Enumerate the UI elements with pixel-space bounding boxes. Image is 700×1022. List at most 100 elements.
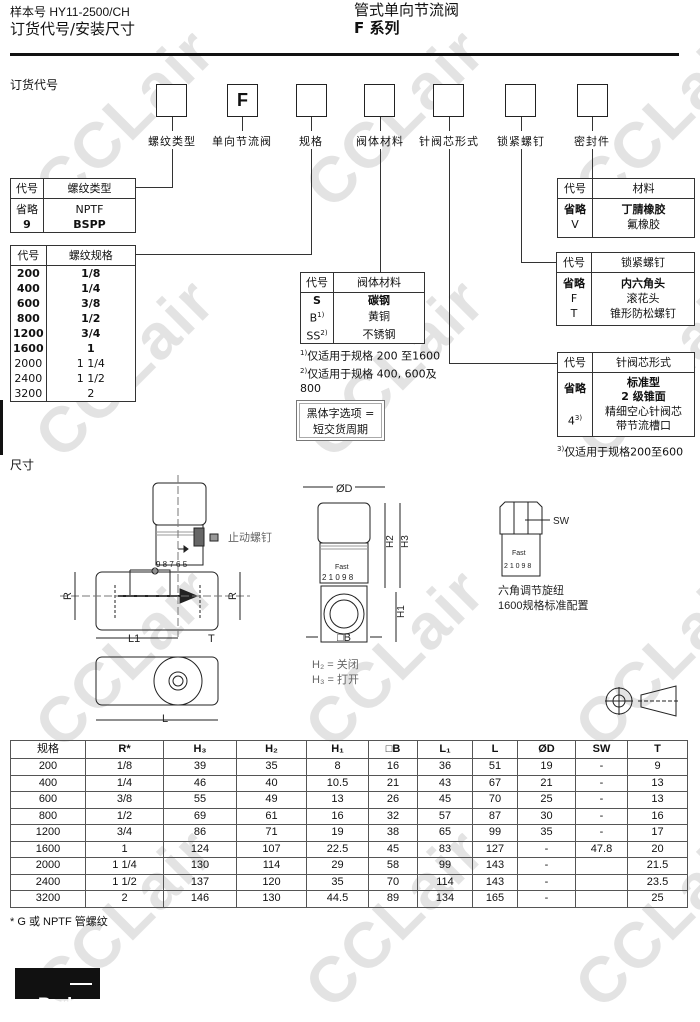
table-cell: 16	[368, 758, 418, 776]
code-box-size	[296, 84, 327, 117]
dim-label-r-right: R	[227, 592, 239, 600]
table-cell: 3/8	[85, 791, 164, 809]
table-cell: 130	[236, 890, 307, 908]
needle-note: 3)仅适用于规格200至600	[557, 445, 684, 459]
table-cell	[575, 857, 628, 875]
table-cell: 1/4	[85, 774, 164, 792]
table-cell: 65	[417, 824, 473, 842]
code-box-seal	[577, 84, 608, 117]
table-cell: 45	[368, 840, 418, 858]
table-cell: 51	[472, 758, 518, 776]
dim-label-l1: L1	[128, 633, 140, 645]
table-cell: 22.5	[306, 840, 369, 858]
series-title: F 系列	[354, 19, 400, 37]
label-thread-type: 螺纹类型	[148, 135, 196, 148]
table-cell: 130	[163, 857, 237, 875]
hex-note-line2: 1600规格标准配置	[498, 598, 588, 612]
table-cell: 35	[236, 758, 307, 776]
table-cell: 127	[472, 840, 518, 858]
table-cell: 200	[10, 758, 86, 776]
table-cell: 46	[163, 774, 237, 792]
table-cell: 21	[368, 774, 418, 792]
dim-label-l: L	[162, 713, 168, 725]
catalog-number: 样本号 HY11-2500/CH	[10, 5, 130, 19]
dim-label-d: ØD	[336, 483, 353, 495]
h2-definition: H₂ = 关闭	[312, 657, 359, 671]
table-cell: 600	[10, 791, 86, 809]
table-cell: 71	[236, 824, 307, 842]
scale-label: 2 1 0 9 8	[504, 563, 531, 570]
side-view-drawing: 止动螺钉 9 8 7 6 5 R R L1 T L	[60, 475, 272, 725]
table-cell: -	[575, 791, 628, 809]
table-cell: 83	[417, 840, 473, 858]
table-cell: 40	[236, 774, 307, 792]
label-series: 单向节流阀	[212, 135, 272, 148]
table-cell: 57	[417, 807, 473, 825]
table-cell: 25	[627, 890, 688, 908]
table-cell: 70	[472, 791, 518, 809]
table-cell: 8	[306, 758, 369, 776]
table-cell: 1/2	[85, 807, 164, 825]
label-lock-screw: 锁紧螺钉	[497, 135, 545, 148]
table-cell: 69	[163, 807, 237, 825]
table-cell: -	[575, 824, 628, 842]
dim-label-sw: SW	[553, 516, 570, 527]
table-cell: 800	[10, 807, 86, 825]
label-body-material: 阀体材料	[356, 135, 404, 148]
table-cell: -	[517, 857, 576, 875]
table-cell: 16	[306, 807, 369, 825]
table-cell: 45	[417, 791, 473, 809]
dimensions-title: 尺寸	[10, 458, 35, 472]
table-cell: 17	[627, 824, 688, 842]
table-cell: 43	[417, 774, 473, 792]
table-cell	[575, 890, 628, 908]
code-box-body-material	[364, 84, 395, 117]
table-cell: 16	[627, 807, 688, 825]
scale-label: 9 8 7 6 5	[156, 560, 188, 569]
hex-note-line1: 六角调节旋纽	[498, 583, 564, 597]
table-cell: 400	[10, 774, 86, 792]
table-cell: -	[575, 758, 628, 776]
table-cell: 55	[163, 791, 237, 809]
table-cell: 2	[85, 890, 164, 908]
table-cell: 61	[236, 807, 307, 825]
fast-label: Fast	[512, 550, 526, 557]
table-cell: 23.5	[627, 873, 688, 891]
table-cell: -	[517, 840, 576, 858]
table-cell: 38	[368, 824, 418, 842]
table-cell: 13	[627, 791, 688, 809]
table-cell: 2000	[10, 857, 86, 875]
table-cell: 13	[306, 791, 369, 809]
projection-symbol	[605, 685, 680, 717]
dim-label-h3: H3	[400, 535, 411, 548]
table-cell	[575, 873, 628, 891]
dim-label-r-left: R	[62, 592, 74, 600]
table-cell: 107	[236, 840, 307, 858]
table-footnote: * G 或 NPTF 管螺纹	[10, 916, 108, 928]
table-cell: 1 1/2	[85, 873, 164, 891]
dim-label-h2: H2	[385, 535, 396, 548]
table-cell: 47.8	[575, 840, 628, 858]
table-cell: 26	[368, 791, 418, 809]
table-cell: 134	[417, 890, 473, 908]
section-title: 订货代号/安装尺寸	[10, 20, 136, 38]
table-cell: 67	[472, 774, 518, 792]
table-cell: 137	[163, 873, 237, 891]
table-cell: -	[517, 873, 576, 891]
table-cell: 87	[472, 807, 518, 825]
code-box-series: F	[227, 84, 258, 117]
table-cell: 35	[517, 824, 576, 842]
fast-label: Fast	[335, 564, 349, 571]
table-cell: 99	[417, 857, 473, 875]
table-cell: 21	[517, 774, 576, 792]
